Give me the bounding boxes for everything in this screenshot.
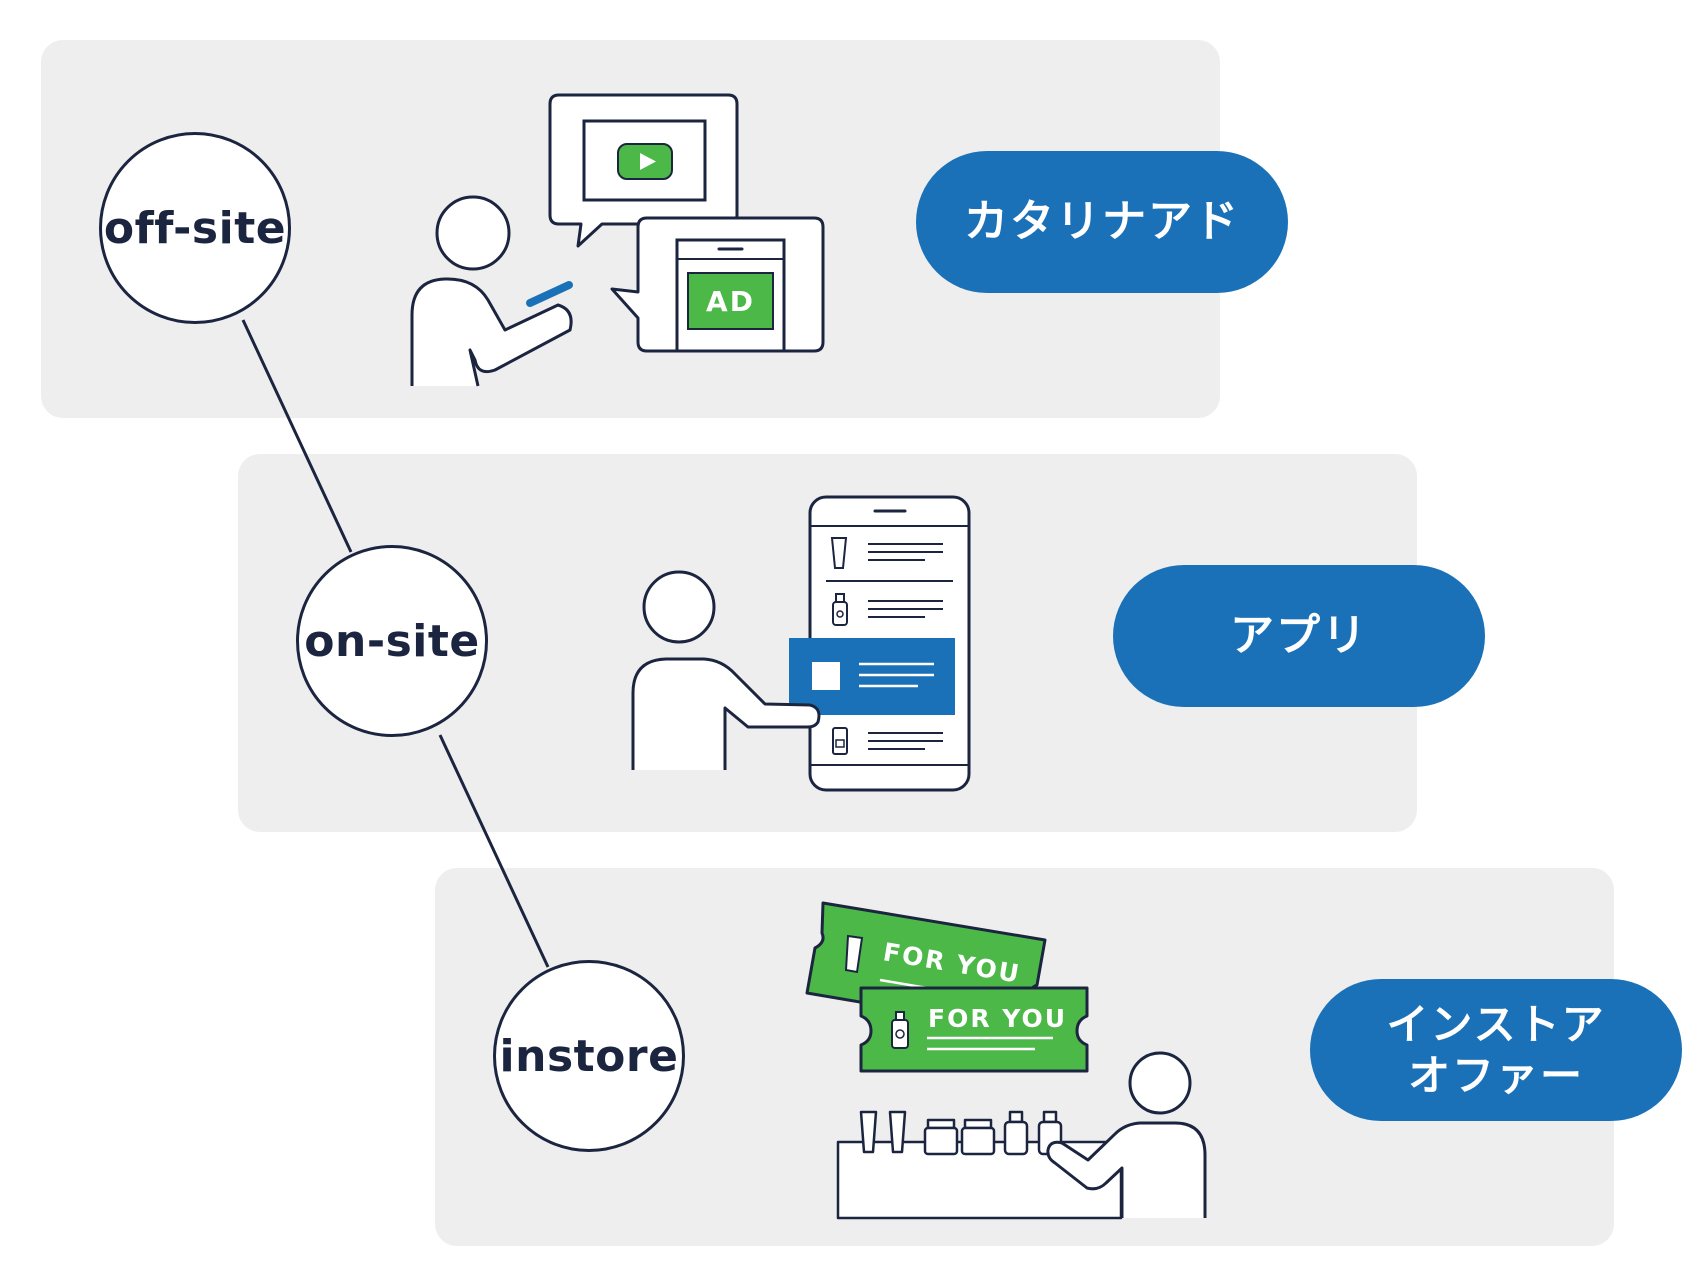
node-off-site: off-site: [99, 132, 291, 324]
node-instore: instore: [493, 960, 685, 1152]
node-label: on-site: [304, 615, 480, 667]
connector-line: [241, 319, 353, 553]
node-label: instore: [499, 1030, 679, 1082]
pill-instore-offer: インストア オファー: [1310, 979, 1682, 1121]
pill-label-line-1: インストア: [1386, 999, 1606, 1049]
node-on-site: on-site: [296, 545, 488, 737]
person-icon: [410, 195, 573, 387]
person-icon: [1046, 1051, 1207, 1218]
ad-banner: [687, 272, 774, 330]
person-icon: [631, 570, 821, 770]
pill-app: アプリ: [1113, 565, 1485, 707]
speech-bubble-video: [548, 93, 739, 248]
pill-label-line-2: オファー: [1407, 1051, 1584, 1100]
phone-stylus: [526, 281, 573, 307]
smartphone-icon: [789, 495, 971, 792]
pill-label: カタリナアド: [964, 196, 1240, 248]
coupon-label: FOR YOU: [928, 1004, 1067, 1033]
node-label: off-site: [103, 202, 287, 254]
coupon-icon: FOR YOU: [859, 986, 1089, 1073]
speech-bubble-ad: AD: [610, 216, 825, 353]
pill-catalina-ad: カタリナアド: [916, 151, 1288, 293]
connector-line: [438, 734, 550, 968]
ad-label: AD: [706, 285, 755, 318]
pill-label: アプリ: [1230, 610, 1368, 662]
